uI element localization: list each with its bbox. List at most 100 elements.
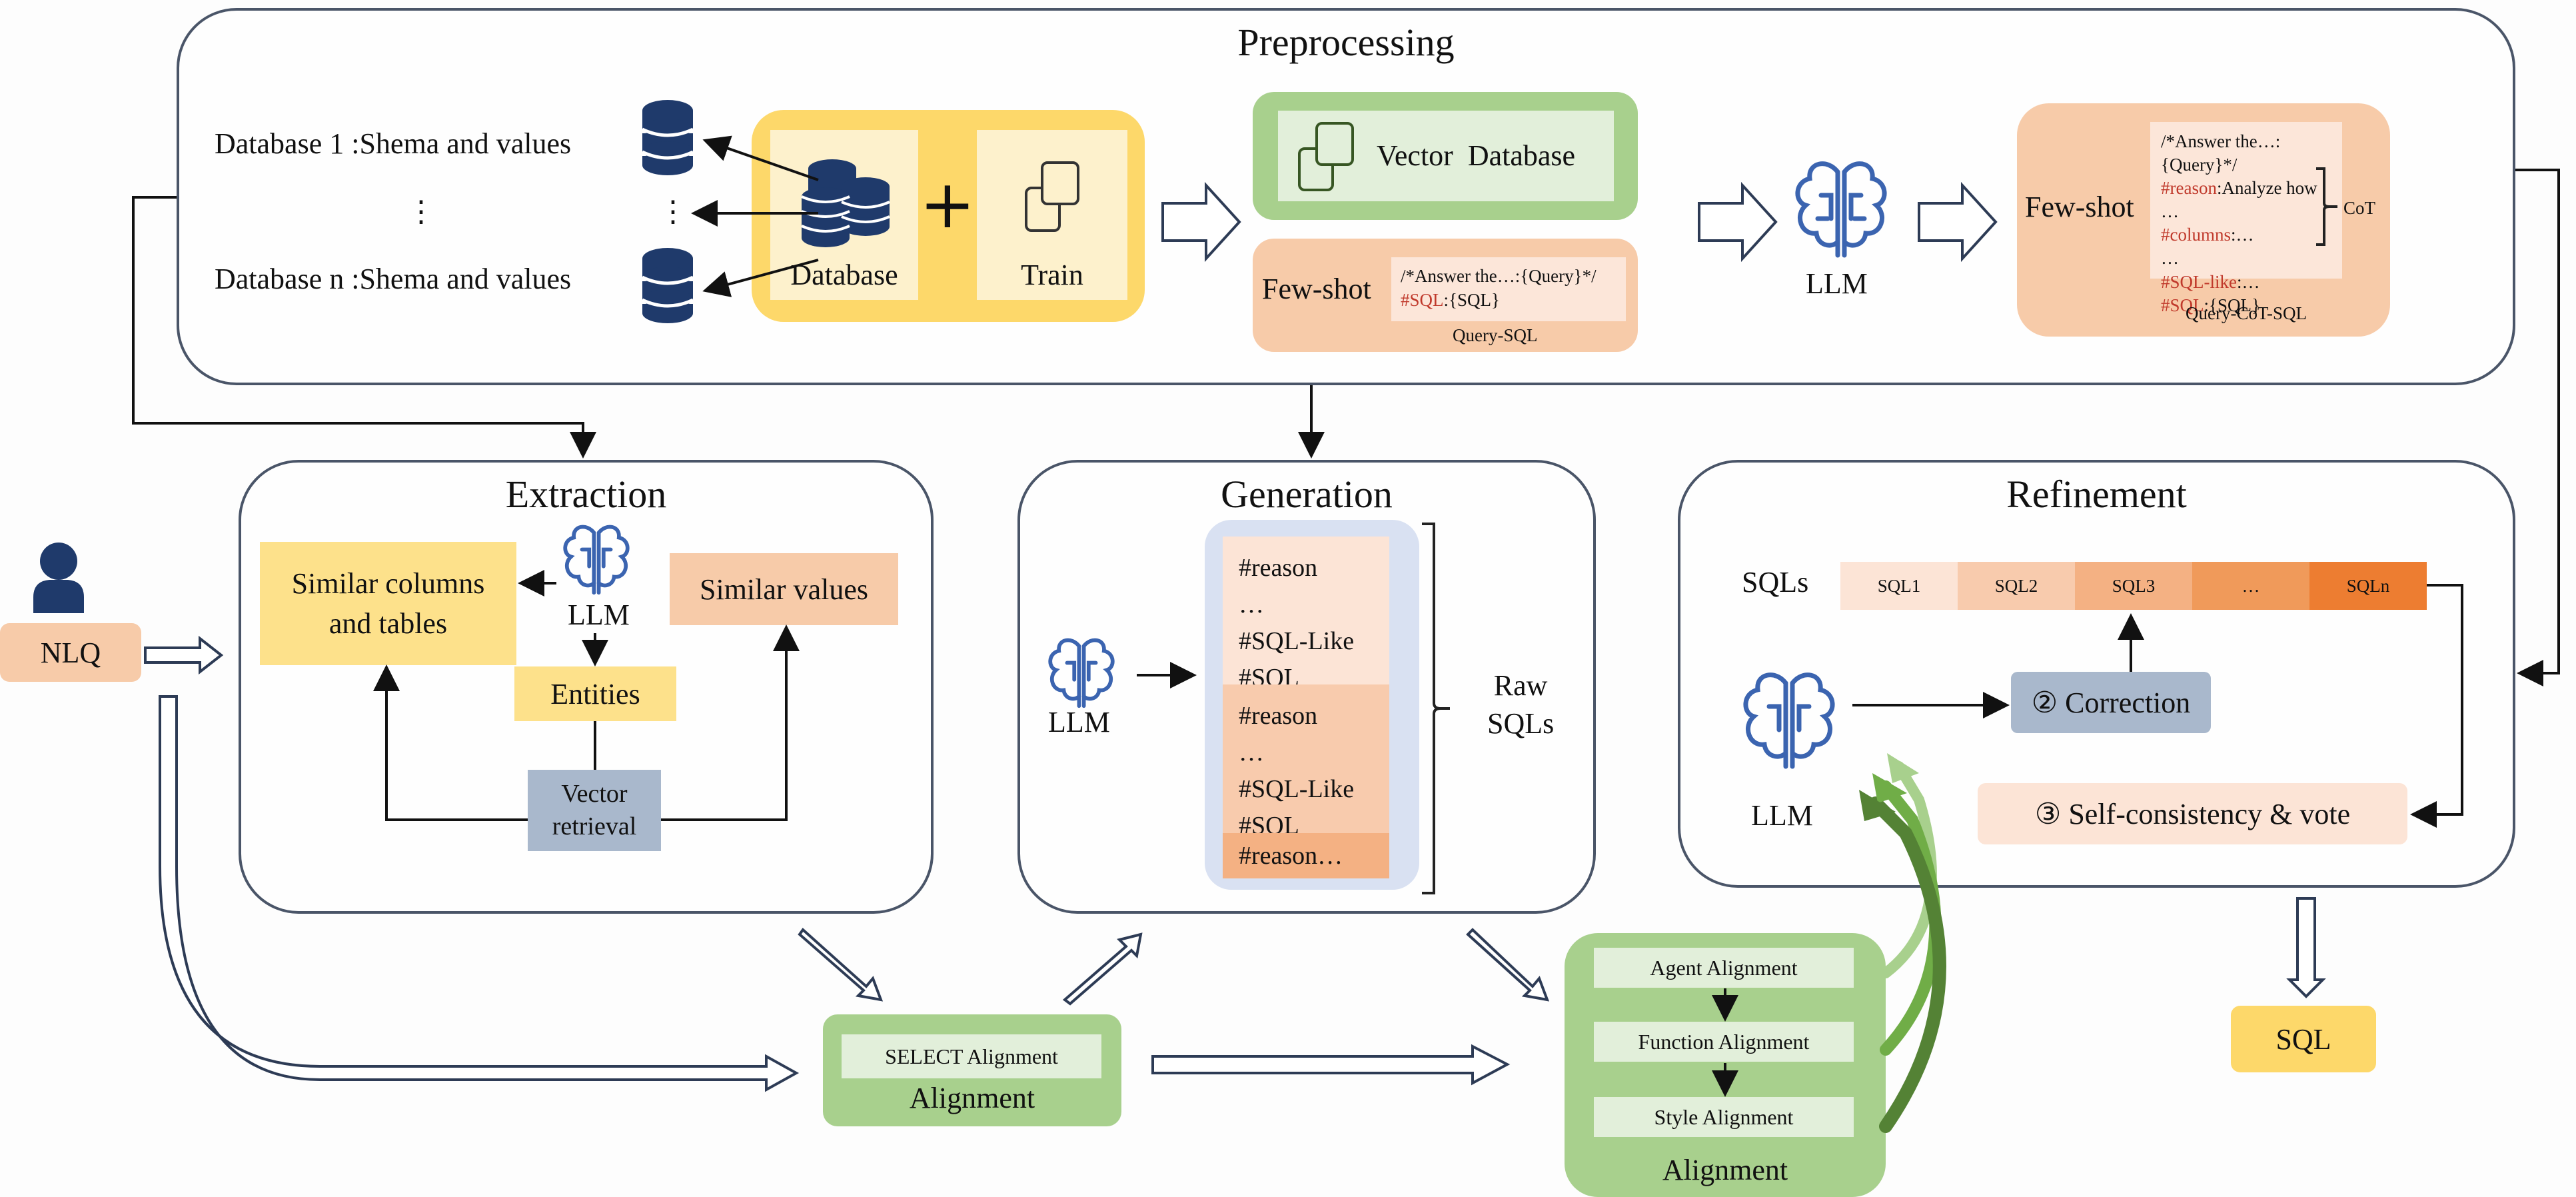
candidate-2-line: #reason (1239, 702, 1318, 730)
generation-llm-icon (1045, 636, 1118, 713)
vector-retrieval-line1: Vector (561, 779, 628, 808)
select-alignment-box: SELECT Alignment Alignment (823, 1014, 1121, 1126)
cot-sql-key: #SQL (2161, 295, 2204, 315)
hollow-arrow-refinement-sql (2286, 897, 2326, 998)
candidate-sql-2: #reason … #SQL-Like #SQL (1223, 684, 1389, 854)
query-cot-sql-caption: Query-CoT-SQL (2186, 303, 2307, 323)
hollow-arrow-select-generation (1062, 932, 1143, 1006)
train-icon (1023, 160, 1083, 233)
vector-database-box: Vector Database (1253, 92, 1638, 220)
raw-sqls-line2: SQLs (1487, 707, 1555, 740)
generation-title: Generation (1221, 473, 1393, 516)
candidate-1-line: … (1239, 591, 1264, 619)
query-sql-caption: Query-SQL (1453, 325, 1538, 345)
columns-key: #columns (2161, 225, 2231, 245)
hollow-arrow-select-alignment (1151, 1044, 1511, 1086)
cot-reason-line: #reason:Analyze how … (2161, 177, 2331, 223)
generation-llm-label: LLM (1048, 706, 1110, 738)
extraction-llm-icon (560, 523, 633, 600)
cot-sql-line: #SQL:{SQL} (2161, 294, 2331, 317)
cot-example-card: /*Answer the…:{Query}*/ #reason:Analyze … (2150, 122, 2342, 315)
database-stack-icon (796, 157, 896, 250)
sqllike-value: :… (2237, 271, 2260, 292)
agent-alignment-item: Agent Alignment (1594, 948, 1854, 988)
database-ellipsis-label: ⋮ (406, 195, 436, 228)
database-1-label: Database 1 :Shema and values (215, 127, 572, 160)
similar-columns-line2: and tables (328, 606, 448, 640)
entities-box: Entities (514, 666, 676, 721)
candidate-1-line: #SQL-Like (1239, 627, 1355, 656)
preprocessing-llm-icon (1791, 159, 1891, 265)
vector-retrieval-line2: retrieval (552, 812, 637, 840)
database-1-icon (641, 100, 694, 177)
preprocessing-title: Preprocessing (1237, 21, 1455, 64)
refinement-title: Refinement (2006, 473, 2187, 516)
cot-columns-line: #columns:… (2161, 223, 2331, 247)
function-alignment-item: Function Alignment (1594, 1022, 1854, 1062)
cot-few-shot-label: Few-shot (2025, 191, 2134, 223)
cot-sqllike-line: #SQL-like:… (2161, 271, 2331, 294)
few-shot-example-card: /*Answer the…:{Query}*/ #SQL:{SQL} (1391, 257, 1626, 321)
style-alignment-item: Style Alignment (1594, 1097, 1854, 1137)
similar-columns-box: Similar columns and tables (260, 542, 516, 665)
sql-cell: SQL3 (2075, 562, 2192, 610)
database-ellipsis-icon: ⋮ (658, 195, 688, 228)
cot-dots-line: … (2161, 248, 2179, 269)
sql-value: :{SQL} (1443, 290, 1500, 311)
correction-box: ② Correction (2011, 672, 2211, 733)
plus-sign: + (920, 165, 975, 243)
few-shot-cot-box: Few-shot /*Answer the…:{Query}*/ #reason… (2017, 103, 2390, 337)
alignment-stack-box: Agent Alignment Function Alignment Style… (1565, 933, 1886, 1197)
sql-cell: SQL1 (1840, 562, 1958, 610)
user-icon (32, 540, 85, 613)
vector-database-card: Vector Database (1278, 111, 1614, 201)
few-shot-label: Few-shot (1262, 273, 1371, 305)
vector-database-icon (1295, 121, 1355, 194)
candidate-1-line: #reason (1239, 554, 1318, 582)
candidate-2-line: … (1239, 738, 1264, 767)
similar-values-box: Similar values (670, 553, 898, 625)
alignment-stack-caption: Alignment (1662, 1154, 1788, 1186)
train-label: Train (1021, 259, 1083, 291)
database-train-box: Database + Train (752, 110, 1145, 322)
nlq-box[interactable]: NLQ (0, 623, 141, 682)
cot-query-line: /*Answer the…:{Query}*/ (2161, 131, 2281, 175)
similar-columns-line1: Similar columns (291, 567, 485, 600)
cot-label: CoT (2343, 198, 2376, 218)
select-alignment-item: SELECT Alignment (842, 1034, 1101, 1078)
extraction-title: Extraction (505, 473, 667, 516)
vector-retrieval-box: Vector retrieval (528, 770, 661, 851)
sql-cell: SQLn (2309, 562, 2427, 610)
preprocessing-llm-label: LLM (1806, 267, 1868, 300)
few-shot-query-sql-box: Few-shot /*Answer the…:{Query}*/ #SQL:{S… (1253, 239, 1638, 352)
cot-sql-value: :{SQL} (2204, 295, 2260, 315)
database-source-card: Database (770, 130, 918, 300)
sql-cell: SQL2 (1958, 562, 2075, 610)
columns-value: :… (2231, 225, 2254, 245)
raw-sqls-label: Raw SQLs (1487, 666, 1554, 742)
sqls-label: SQLs (1742, 566, 1809, 598)
reason-key: #reason (2161, 178, 2217, 199)
hollow-arrow-generation-alignment (1466, 928, 1550, 1002)
database-source-label: Database (790, 259, 898, 291)
candidate-3-line: #reason… (1239, 842, 1343, 870)
refinement-llm-label: LLM (1751, 799, 1813, 832)
candidate-sql-3: #reason… (1223, 833, 1389, 878)
select-alignment-caption: Alignment (909, 1082, 1035, 1114)
sqllike-key: #SQL-like (2161, 271, 2237, 292)
output-sql-box: SQL (2231, 1006, 2376, 1072)
database-n-label: Database n :Shema and values (215, 263, 572, 295)
reason-value: :Analyze how … (2161, 178, 2317, 222)
hollow-arrow-nlq-extraction (144, 635, 224, 675)
raw-sqls-line1: Raw (1493, 669, 1548, 702)
extraction-llm-label: LLM (568, 598, 630, 631)
vector-database-label: Vector Database (1377, 139, 1576, 172)
candidate-2-line: #SQL-Like (1239, 775, 1355, 804)
train-card: Train (977, 130, 1127, 300)
database-n-icon (641, 248, 694, 325)
raw-sqls-brace-icon (1419, 522, 1453, 895)
cot-brace-icon (2313, 167, 2340, 247)
sql-cell: … (2192, 562, 2309, 610)
self-consistency-box: ③ Self-consistency & vote (1978, 783, 2407, 844)
